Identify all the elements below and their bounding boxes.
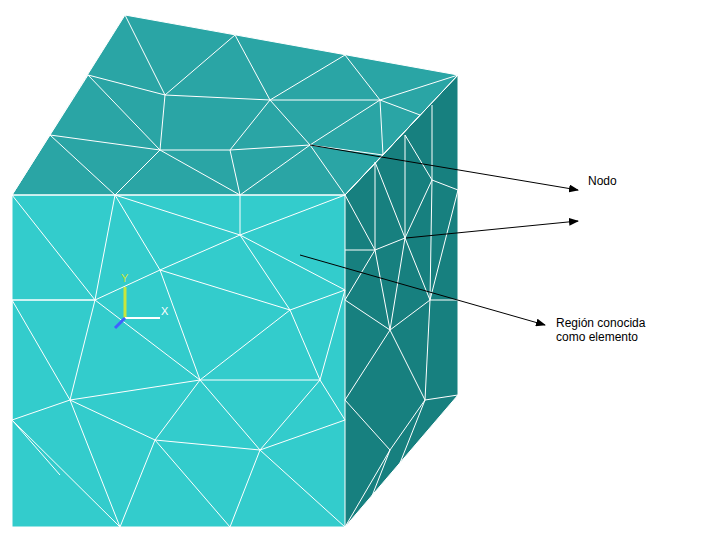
callout-label: Región conocida como elemento [556,316,656,344]
callout-label: Nodo [588,174,617,188]
right-mesh [345,75,458,527]
axis-triad [115,287,160,328]
axis-label: Y [121,272,128,284]
front-mesh [12,195,345,527]
front-face [12,195,345,527]
axis-label: X [161,305,168,317]
top-mesh [12,15,458,195]
right-face [345,75,458,527]
leader-arrows [300,145,578,325]
